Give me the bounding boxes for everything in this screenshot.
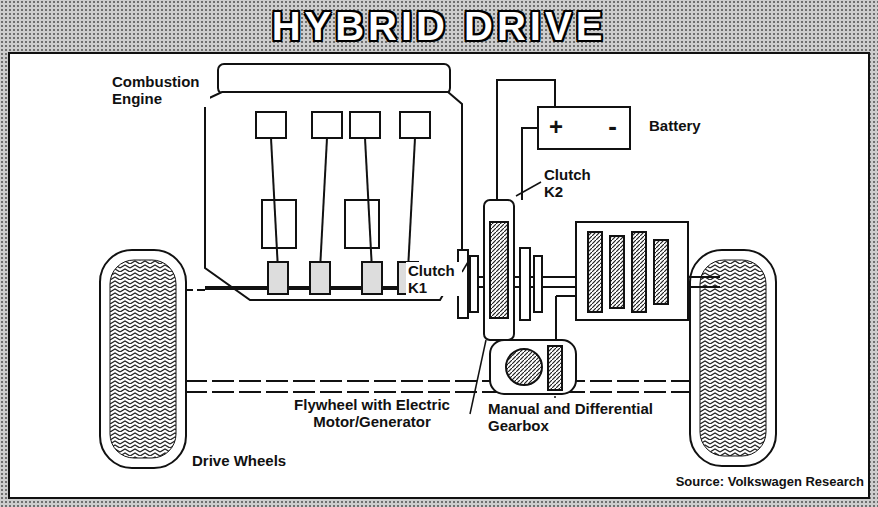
battery-label: Battery — [649, 118, 701, 135]
combustion-engine-part — [218, 64, 450, 94]
combustion-engine-part — [362, 262, 382, 294]
combustion-engine-part-part — [350, 112, 380, 138]
differential-part — [548, 346, 562, 390]
part-label: Clutch K1 — [406, 262, 462, 296]
clutch-assembly-part — [490, 222, 508, 318]
combustion-engine-part-part — [271, 138, 278, 270]
drive-axle-part — [185, 391, 690, 393]
battery-box: +-Battery — [537, 106, 631, 150]
combustion-engine — [205, 64, 470, 300]
gearbox-part — [588, 232, 602, 312]
drive-wheel-part — [110, 260, 176, 458]
gearbox-part — [610, 236, 624, 308]
gearbox-part — [555, 296, 557, 342]
leader-line-part — [470, 340, 486, 414]
part-label: Drive Wheels — [190, 452, 288, 469]
clutch-assembly — [458, 200, 542, 340]
gearbox-part — [556, 295, 576, 297]
part-label: Clutch K2 — [542, 166, 602, 200]
combustion-engine-part-part — [345, 200, 379, 248]
drive-wheel-part — [690, 250, 776, 466]
clutch-assembly-part — [520, 248, 530, 320]
drive-wheel-part — [100, 250, 186, 468]
gearbox — [556, 222, 688, 342]
part-label: Manual and Differential Gearbox — [486, 400, 656, 434]
combustion-engine-part — [310, 262, 330, 294]
clutch-assembly-part — [484, 200, 514, 340]
leader-line-part — [554, 396, 556, 398]
combustion-engine-part-part — [400, 112, 430, 138]
battery-terminal: - — [608, 112, 617, 141]
combustion-engine-part — [256, 112, 430, 270]
diagram-title: HYBRID DRIVE — [0, 4, 878, 49]
combustion-engine-part-part — [312, 112, 342, 138]
differential — [490, 340, 576, 394]
leader-line-part — [462, 262, 468, 272]
combustion-engine-part-part — [320, 138, 327, 270]
combustion-engine-part — [268, 262, 288, 294]
combustion-engine-part-part — [262, 200, 296, 248]
battery-terminal: + — [549, 114, 563, 140]
source-caption: Source: Volkswagen Research — [676, 474, 864, 489]
part-label: Flywheel with Electric Motor/Generator — [276, 396, 468, 430]
gearbox-part — [632, 232, 646, 312]
drive-axle-part — [185, 380, 690, 382]
part-label: Combustion Engine — [110, 73, 210, 107]
gearbox-part — [654, 240, 668, 304]
leader-line-part — [516, 182, 541, 196]
combustion-engine-part — [205, 92, 462, 300]
drive-axle-part — [185, 289, 205, 291]
gearbox-part — [576, 222, 688, 320]
clutch-assembly-part — [470, 256, 478, 312]
combustion-engine-part-part — [408, 138, 415, 270]
clutch-assembly-part — [534, 256, 542, 312]
differential-part — [490, 340, 576, 394]
combustion-engine-part-part — [365, 138, 372, 270]
combustion-engine-part-part — [256, 112, 286, 138]
leader-line — [462, 182, 555, 414]
differential-part — [506, 349, 542, 385]
drive-wheel-part — [700, 260, 766, 456]
